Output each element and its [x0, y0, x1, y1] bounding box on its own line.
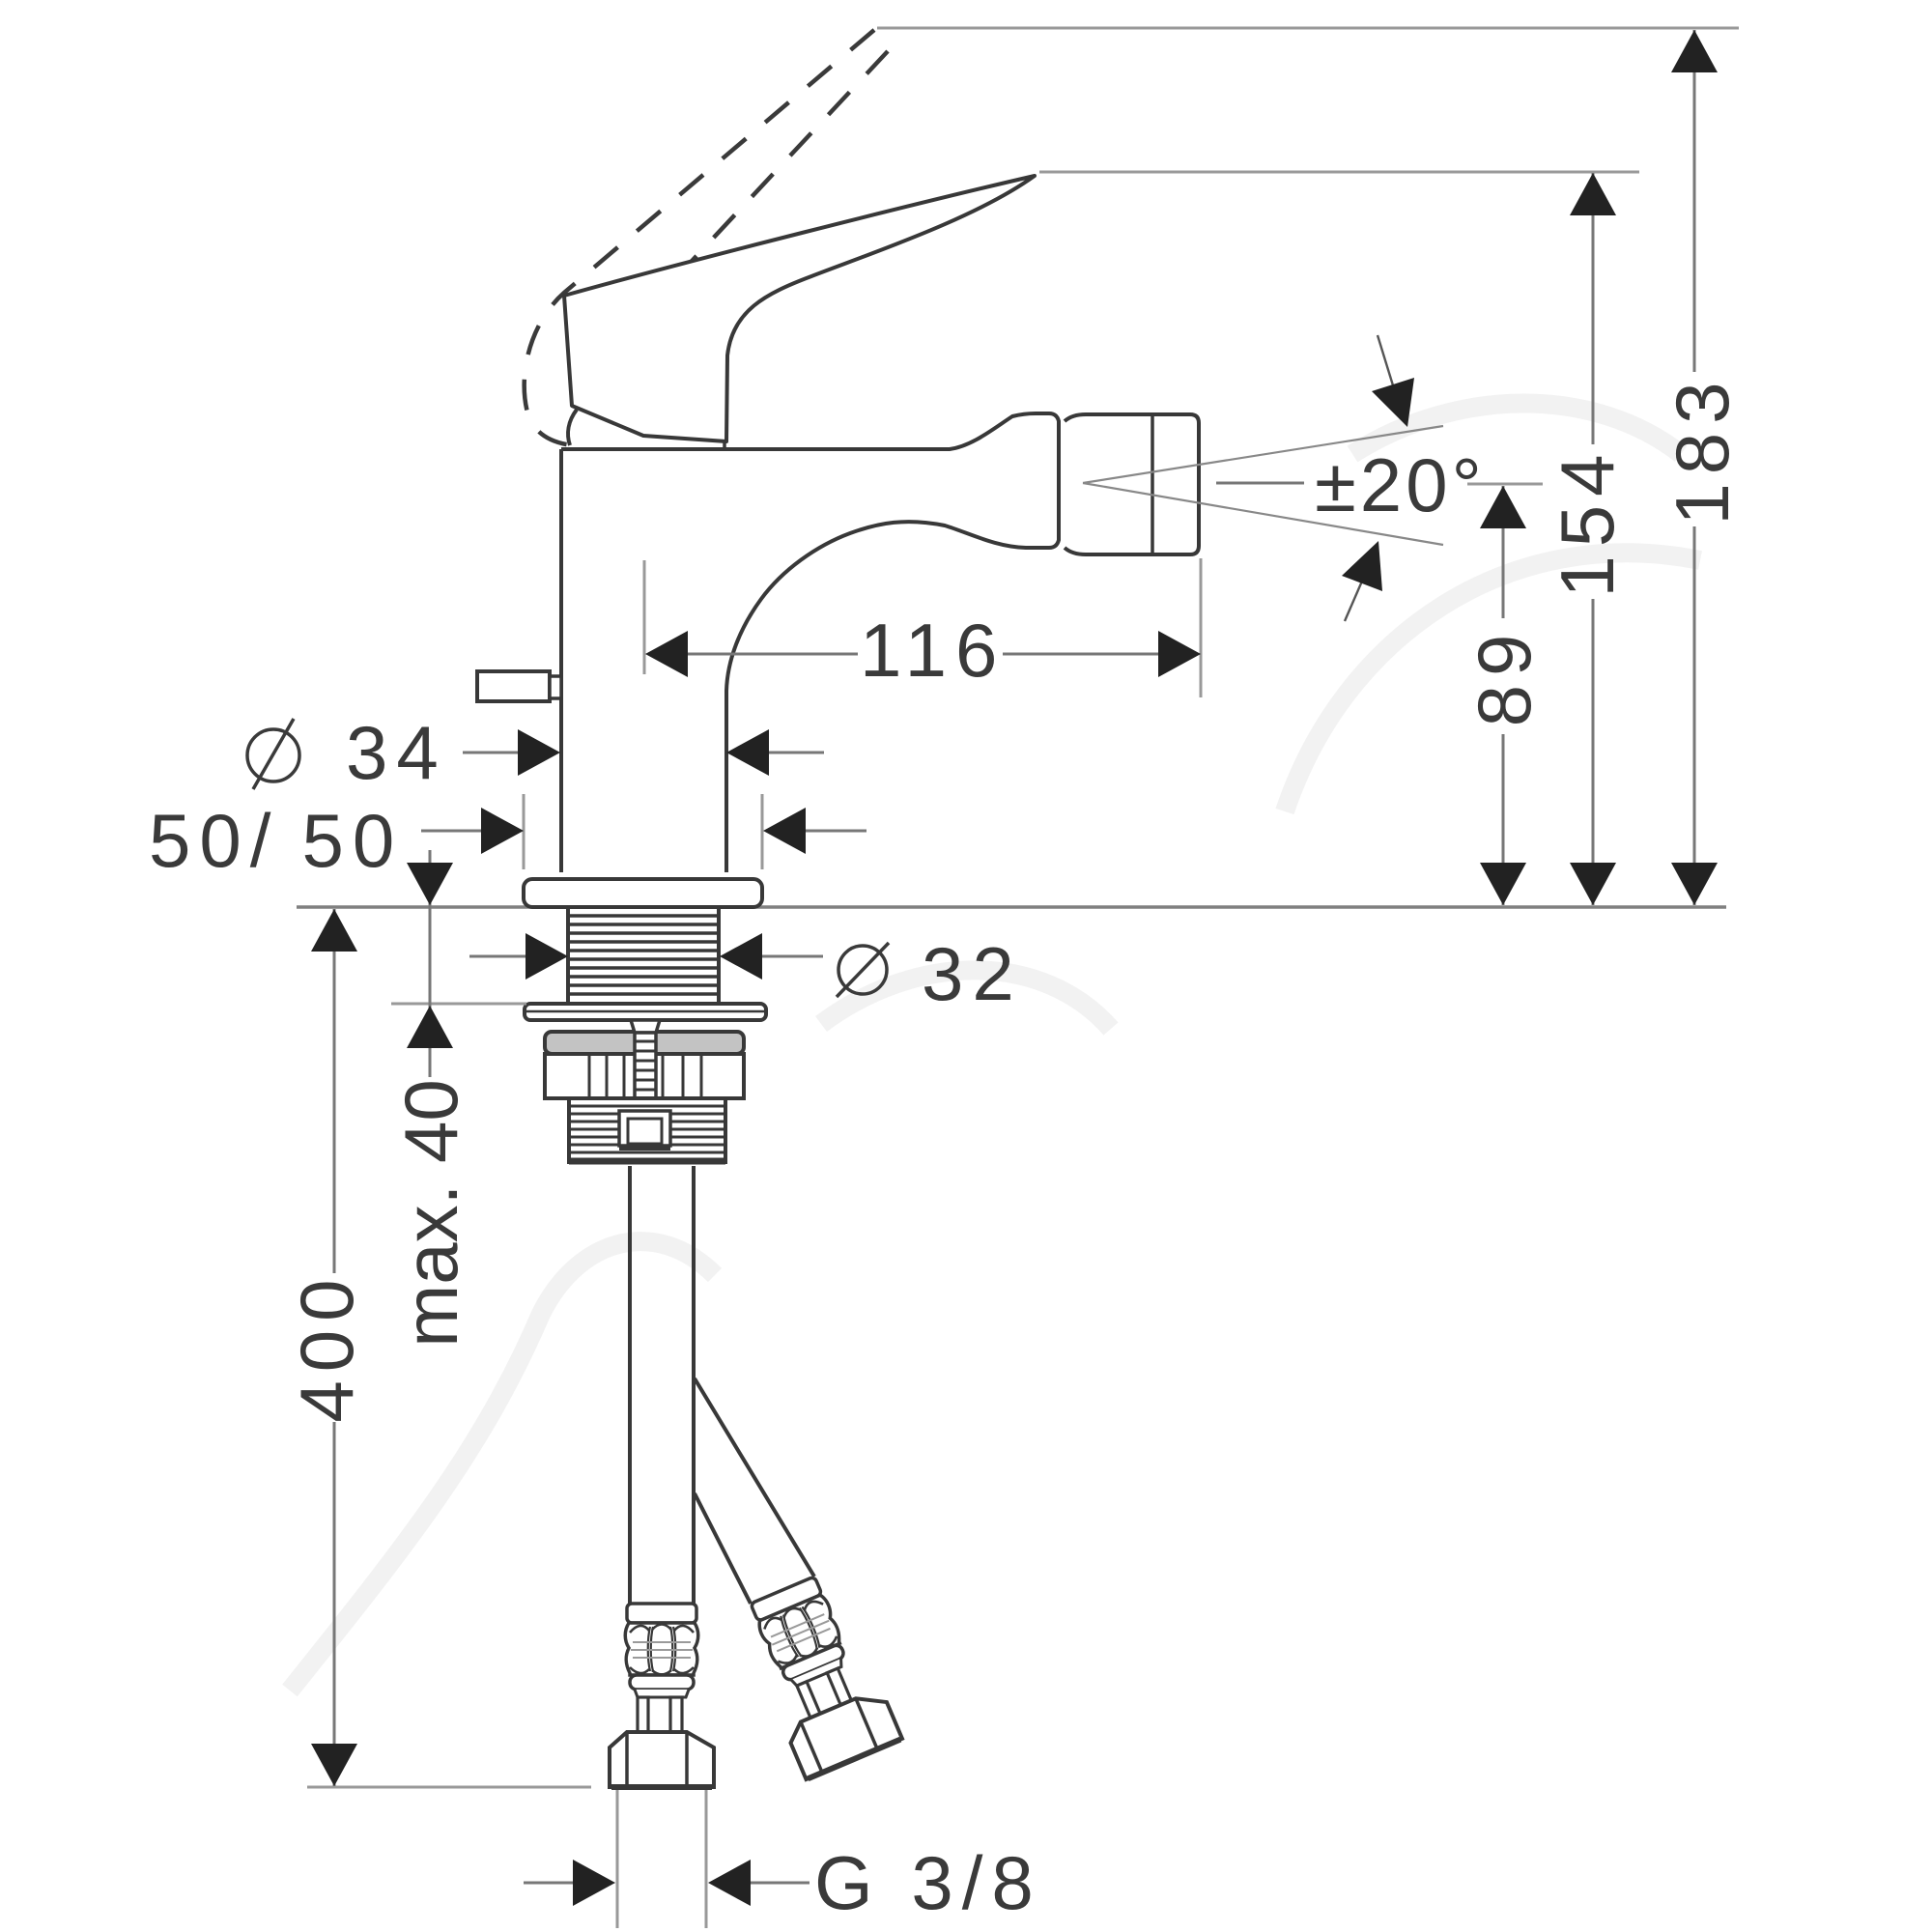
- svg-text:34: 34: [346, 710, 447, 795]
- svg-text:max. 40: max. 40: [388, 1079, 473, 1347]
- svg-text:50/50: 50/50: [149, 798, 403, 883]
- svg-text:32: 32: [922, 931, 1023, 1016]
- svg-text:G 3/8: G 3/8: [814, 1840, 1042, 1925]
- svg-text:89: 89: [1462, 626, 1547, 727]
- svg-text:116: 116: [860, 608, 1006, 693]
- svg-text:±20°: ±20°: [1315, 442, 1486, 527]
- svg-text:400: 400: [284, 1270, 369, 1422]
- svg-text:183: 183: [1660, 373, 1745, 525]
- svg-text:154: 154: [1545, 445, 1630, 597]
